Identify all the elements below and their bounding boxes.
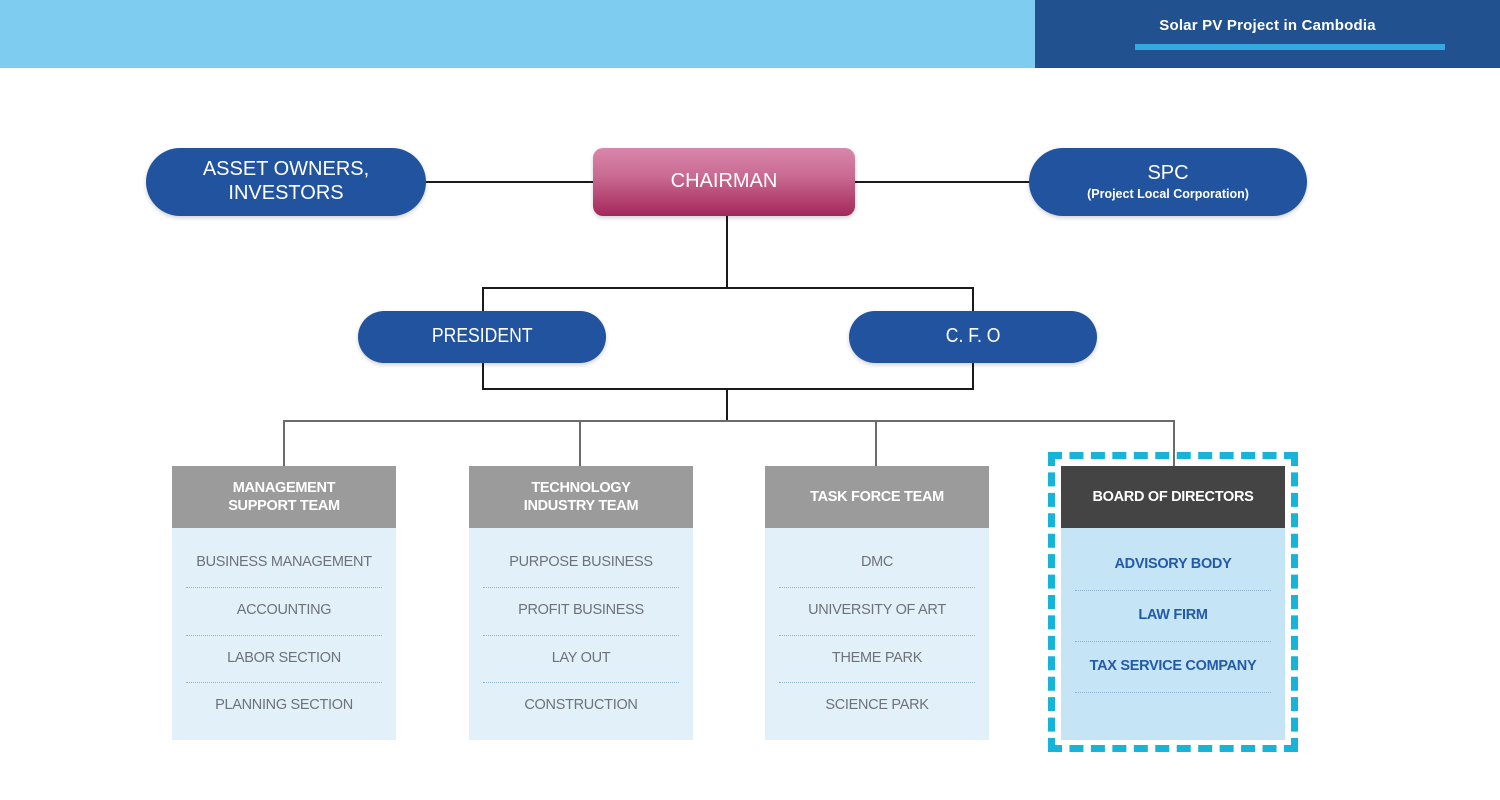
node-cfo[interactable]: C. F. O <box>849 311 1097 363</box>
department-header-task-force-team: TASK FORCE TEAM <box>765 466 989 528</box>
list-item[interactable]: PROFIT BUSINESS <box>483 588 679 636</box>
dept-title-line1: TASK FORCE TEAM <box>810 488 944 505</box>
dept-title-line1: BOARD OF DIRECTORS <box>1092 488 1254 505</box>
list-item[interactable]: TAX SERVICE COMPANY <box>1075 642 1271 693</box>
department-body-management-support-team: BUSINESS MANAGEMENT ACCOUNTING LABOR SEC… <box>172 528 396 740</box>
department-board-of-directors[interactable]: BOARD OF DIRECTORS ADVISORY BODY LAW FIR… <box>1061 466 1285 740</box>
dept-title-line1: TECHNOLOGY <box>531 479 631 496</box>
department-body-task-force-team: DMC UNIVERSITY OF ART THEME PARK SCIENCE… <box>765 528 989 740</box>
connector-dept-drop-2 <box>579 420 581 466</box>
department-technology-industry-team[interactable]: TECHNOLOGY INDUSTRY TEAM PURPOSE BUSINES… <box>469 466 693 740</box>
node-president-label: PRESIDENT <box>431 325 533 348</box>
department-task-force-team[interactable]: TASK FORCE TEAM DMC UNIVERSITY OF ART TH… <box>765 466 989 740</box>
connector-exec-merge-bar <box>482 388 974 390</box>
list-item[interactable]: CONSTRUCTION <box>524 697 638 714</box>
list-item[interactable]: BUSINESS MANAGEMENT <box>186 540 382 588</box>
list-item[interactable]: ACCOUNTING <box>186 588 382 636</box>
connector-dept-bar <box>283 420 1175 422</box>
connector-president-up <box>482 287 484 311</box>
department-header-technology-industry-team: TECHNOLOGY INDUSTRY TEAM <box>469 466 693 528</box>
connector-president-down <box>482 362 484 389</box>
node-cfo-label: C. F. O <box>945 325 1001 348</box>
node-chairman-label: CHAIRMAN <box>670 170 778 193</box>
connector-dept-drop-3 <box>875 420 877 466</box>
list-item[interactable]: SCIENCE PARK <box>825 697 929 714</box>
node-asset-owners-label-2: INVESTORS <box>228 182 344 204</box>
list-item[interactable]: LAY OUT <box>483 636 679 684</box>
node-chairman[interactable]: CHAIRMAN <box>593 148 855 216</box>
connector-dept-drop-4 <box>1173 420 1175 466</box>
connector-cfo-up <box>972 287 974 311</box>
department-header-management-support-team: MANAGEMENT SUPPORT TEAM <box>172 466 396 528</box>
department-body-board-of-directors: ADVISORY BODY LAW FIRM TAX SERVICE COMPA… <box>1061 528 1285 740</box>
department-management-support-team[interactable]: MANAGEMENT SUPPORT TEAM BUSINESS MANAGEM… <box>172 466 396 740</box>
node-asset-owners-label-1: ASSET OWNERS, <box>202 158 370 181</box>
node-spc-sublabel: (Project Local Corporation) <box>1087 186 1249 201</box>
list-item[interactable]: THEME PARK <box>779 636 975 684</box>
list-item[interactable]: UNIVERSITY OF ART <box>779 588 975 636</box>
department-header-board-of-directors: BOARD OF DIRECTORS <box>1061 466 1285 528</box>
page-title: Solar PV Project in Cambodia <box>1159 17 1376 34</box>
dept-title-line1: MANAGEMENT <box>232 479 336 496</box>
list-item[interactable]: ADVISORY BODY <box>1075 540 1271 591</box>
connector-chairman-down <box>726 216 728 288</box>
dept-title-line2: SUPPORT TEAM <box>228 498 340 514</box>
connector-chairman-spc <box>855 181 1030 183</box>
department-body-technology-industry-team: PURPOSE BUSINESS PROFIT BUSINESS LAY OUT… <box>469 528 693 740</box>
node-spc-label: SPC <box>1147 162 1189 185</box>
node-spc[interactable]: SPC (Project Local Corporation) <box>1029 148 1307 216</box>
connector-exec-bar <box>482 287 974 289</box>
connector-chairman-assetowners <box>425 181 595 183</box>
list-item[interactable]: DMC <box>779 540 975 588</box>
list-item[interactable]: PURPOSE BUSINESS <box>483 540 679 588</box>
header-title-block: Solar PV Project in Cambodia <box>1035 0 1500 68</box>
dept-title-line2: INDUSTRY TEAM <box>523 498 639 514</box>
node-president[interactable]: PRESIDENT <box>358 311 606 363</box>
connector-cfo-down <box>972 362 974 389</box>
title-underline <box>1135 44 1445 50</box>
connector-dept-drop-1 <box>283 420 285 466</box>
node-asset-owners[interactable]: ASSET OWNERS, INVESTORS <box>146 148 426 216</box>
list-item[interactable]: LAW FIRM <box>1075 591 1271 642</box>
connector-trunk-down <box>726 388 728 421</box>
list-item[interactable]: LABOR SECTION <box>186 636 382 684</box>
list-item[interactable]: PLANNING SECTION <box>215 697 353 714</box>
